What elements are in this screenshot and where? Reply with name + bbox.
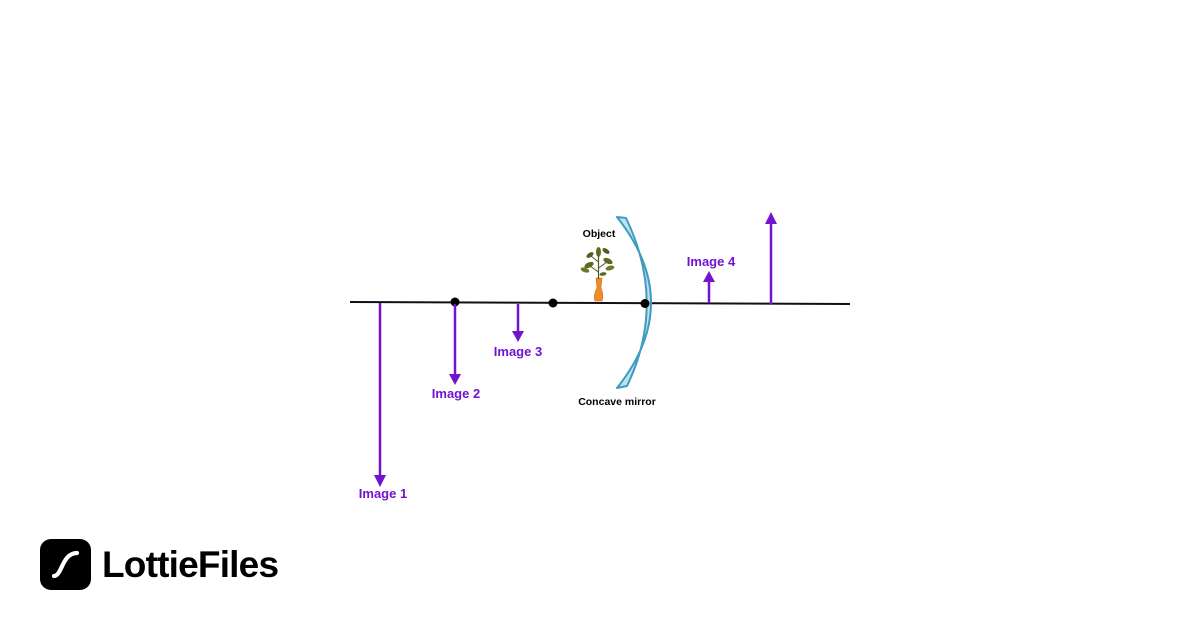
image-2-label: Image 2	[432, 386, 480, 401]
lottiefiles-logo-icon	[40, 538, 91, 590]
center-of-curvature-point	[450, 297, 460, 307]
object-label: Object	[583, 228, 616, 240]
image-3-label: Image 3	[494, 344, 542, 359]
focus-point	[548, 298, 558, 308]
image-1-arrowhead	[374, 475, 386, 487]
image-1-label: Image 1	[359, 486, 407, 501]
principal-axis	[349, 301, 851, 305]
brand-name: LottieFiles	[102, 543, 279, 585]
concave-mirror	[616, 216, 652, 389]
object-plant-icon	[580, 247, 615, 302]
lottiefiles-brand: LottieFiles	[40, 538, 279, 590]
image-4-arrowhead	[703, 271, 715, 282]
image-3-arrowhead	[512, 331, 524, 342]
image-5-arrowhead	[765, 212, 777, 224]
image-2-arrowhead	[449, 374, 461, 385]
pole-point	[640, 299, 650, 308]
image-4-label: Image 4	[687, 254, 736, 269]
concave-mirror-label: Concave mirror	[578, 396, 656, 408]
